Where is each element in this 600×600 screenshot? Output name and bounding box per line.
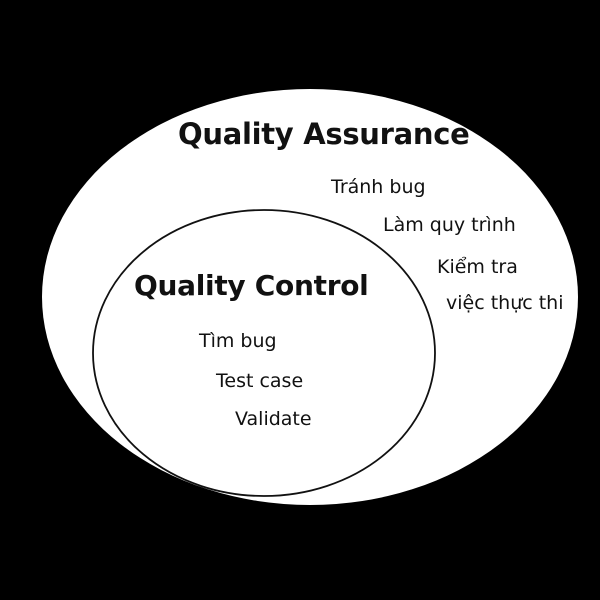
qa-item-make-process: Làm quy trình [383,214,516,236]
qc-item-find-bug: Tìm bug [199,330,277,352]
qc-item-test-case: Test case [216,370,304,392]
quality-control-title: Quality Control [134,269,369,302]
quality-control-ellipse [92,209,436,497]
quality-assurance-title: Quality Assurance [178,117,470,151]
qa-item-check: Kiểm tra [437,256,518,278]
qc-item-validate: Validate [235,408,312,430]
qa-item-execution: việc thực thi [446,292,564,314]
qa-item-avoid-bug: Tránh bug [331,176,426,198]
